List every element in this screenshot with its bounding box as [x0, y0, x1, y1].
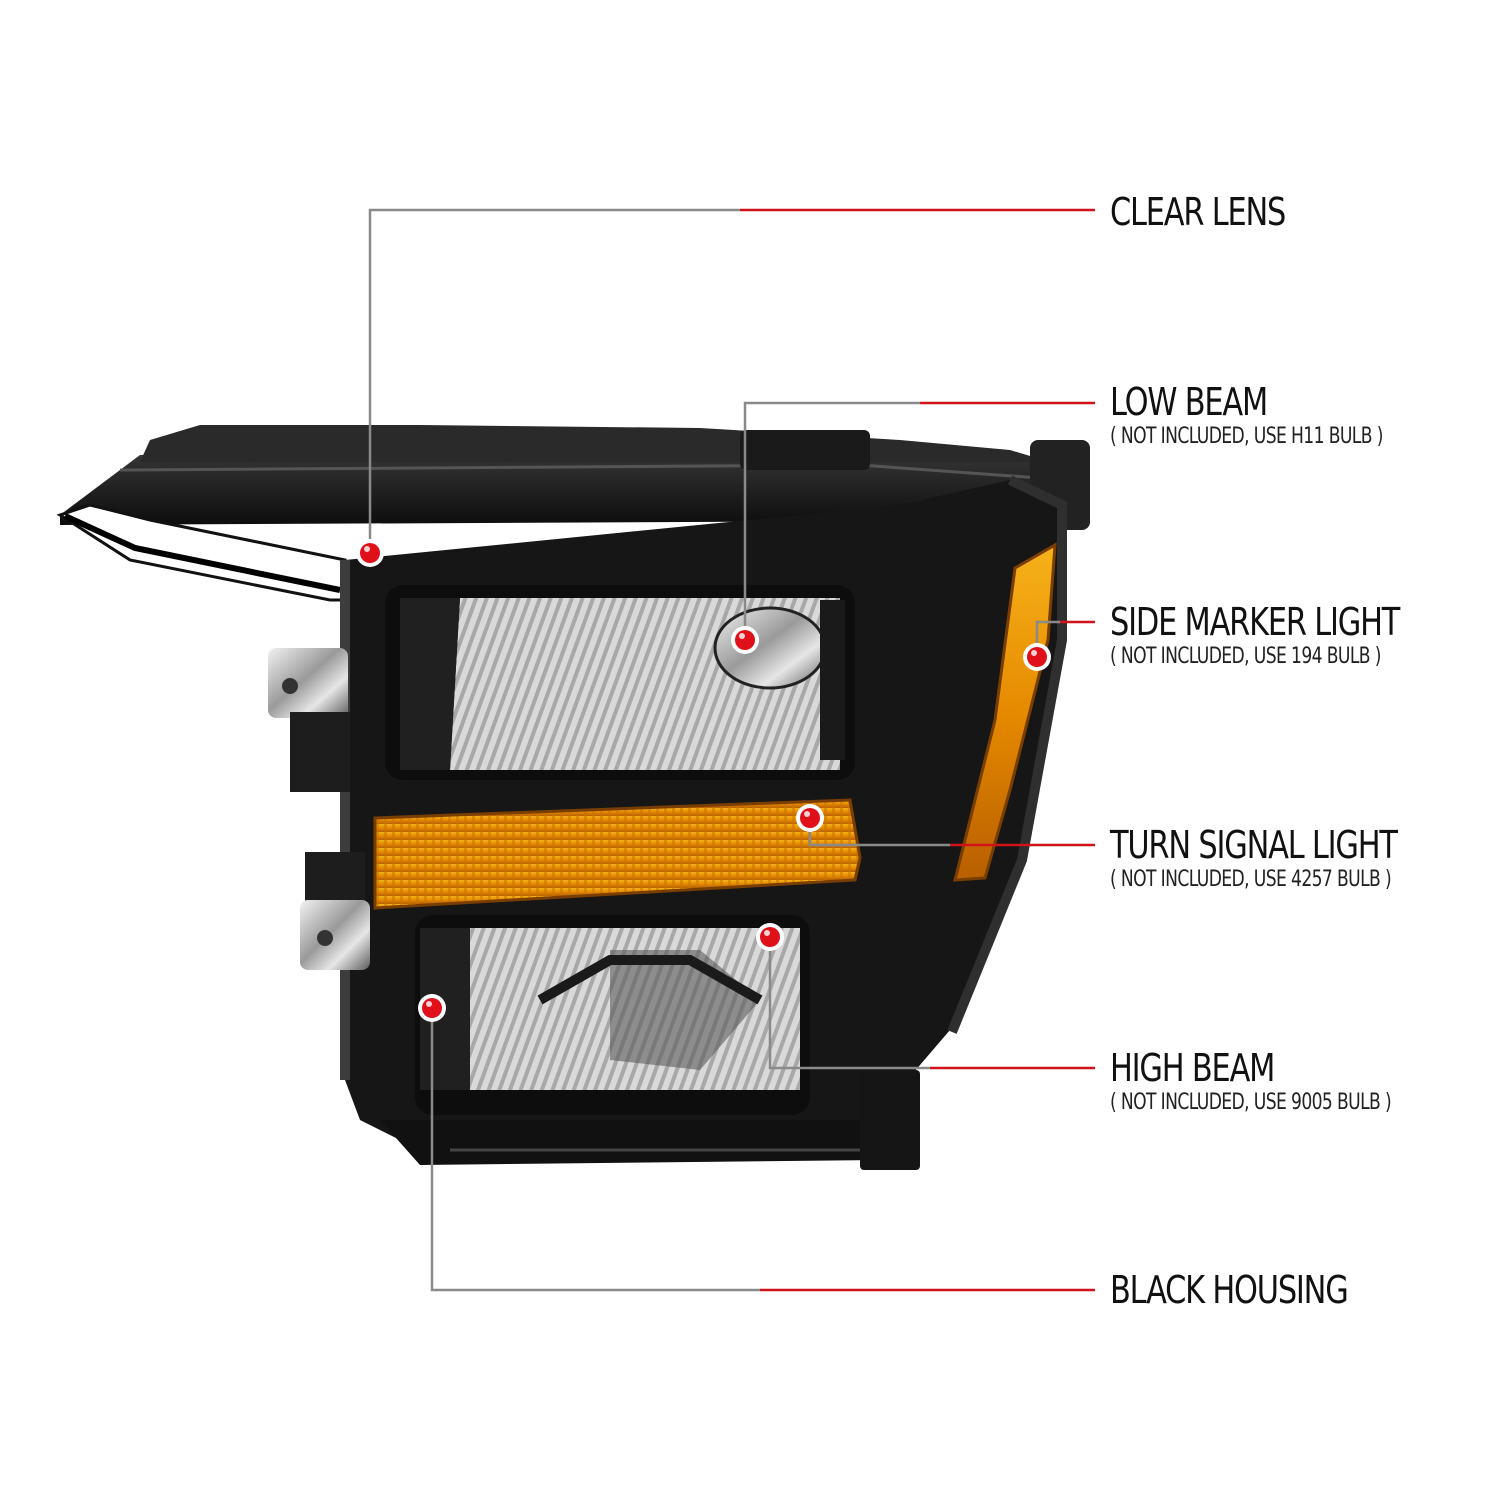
callout-high-beam: HIGH BEAM ( NOT INCLUDED, USE 9005 BULB …: [1110, 1046, 1470, 1116]
upper-housing: [56, 425, 1090, 602]
low-beam-reflector: [385, 585, 855, 780]
callout-note: ( NOT INCLUDED, USE 9005 BULB ): [1110, 1090, 1392, 1115]
callout-low-beam: LOW BEAM ( NOT INCLUDED, USE H11 BULB ): [1110, 380, 1460, 450]
side-marker-lens: [953, 542, 1057, 882]
high-beam-dot: [756, 923, 784, 951]
callout-turn-signal-light: TURN SIGNAL LIGHT ( NOT INCLUDED, USE 42…: [1110, 823, 1470, 893]
callout-note: ( NOT INCLUDED, USE 194 BULB ): [1110, 644, 1381, 669]
callout-title: BLACK HOUSING: [1110, 1268, 1349, 1312]
callout-title: SIDE MARKER LIGHT: [1110, 600, 1400, 644]
turn-signal-lens: [373, 798, 862, 910]
callout-title: TURN SIGNAL LIGHT: [1110, 823, 1398, 867]
clear-lens-dot: [356, 539, 384, 567]
leader-lines: [368, 208, 1095, 1292]
lower-housing-edge: [380, 1070, 920, 1170]
low-beam-dot: [731, 626, 759, 654]
callout-clear-lens: CLEAR LENS: [1110, 190, 1329, 234]
callout-note: ( NOT INCLUDED, USE H11 BULB ): [1110, 424, 1383, 449]
mounting-brackets: [268, 648, 370, 970]
callout-note: ( NOT INCLUDED, USE 4257 BULB ): [1110, 867, 1392, 892]
marker-dots: [356, 539, 1051, 1022]
callout-title: LOW BEAM: [1110, 380, 1268, 424]
turn-signal-dot: [796, 804, 824, 832]
callout-side-marker-light: SIDE MARKER LIGHT ( NOT INCLUDED, USE 19…: [1110, 600, 1471, 670]
high-beam-reflector: [415, 915, 810, 1115]
callout-title: HIGH BEAM: [1110, 1046, 1275, 1090]
callout-title: CLEAR LENS: [1110, 190, 1286, 234]
side-marker-dot: [1023, 643, 1051, 671]
callout-black-housing: BLACK HOUSING: [1110, 1268, 1407, 1312]
black-housing-dot: [418, 994, 446, 1022]
